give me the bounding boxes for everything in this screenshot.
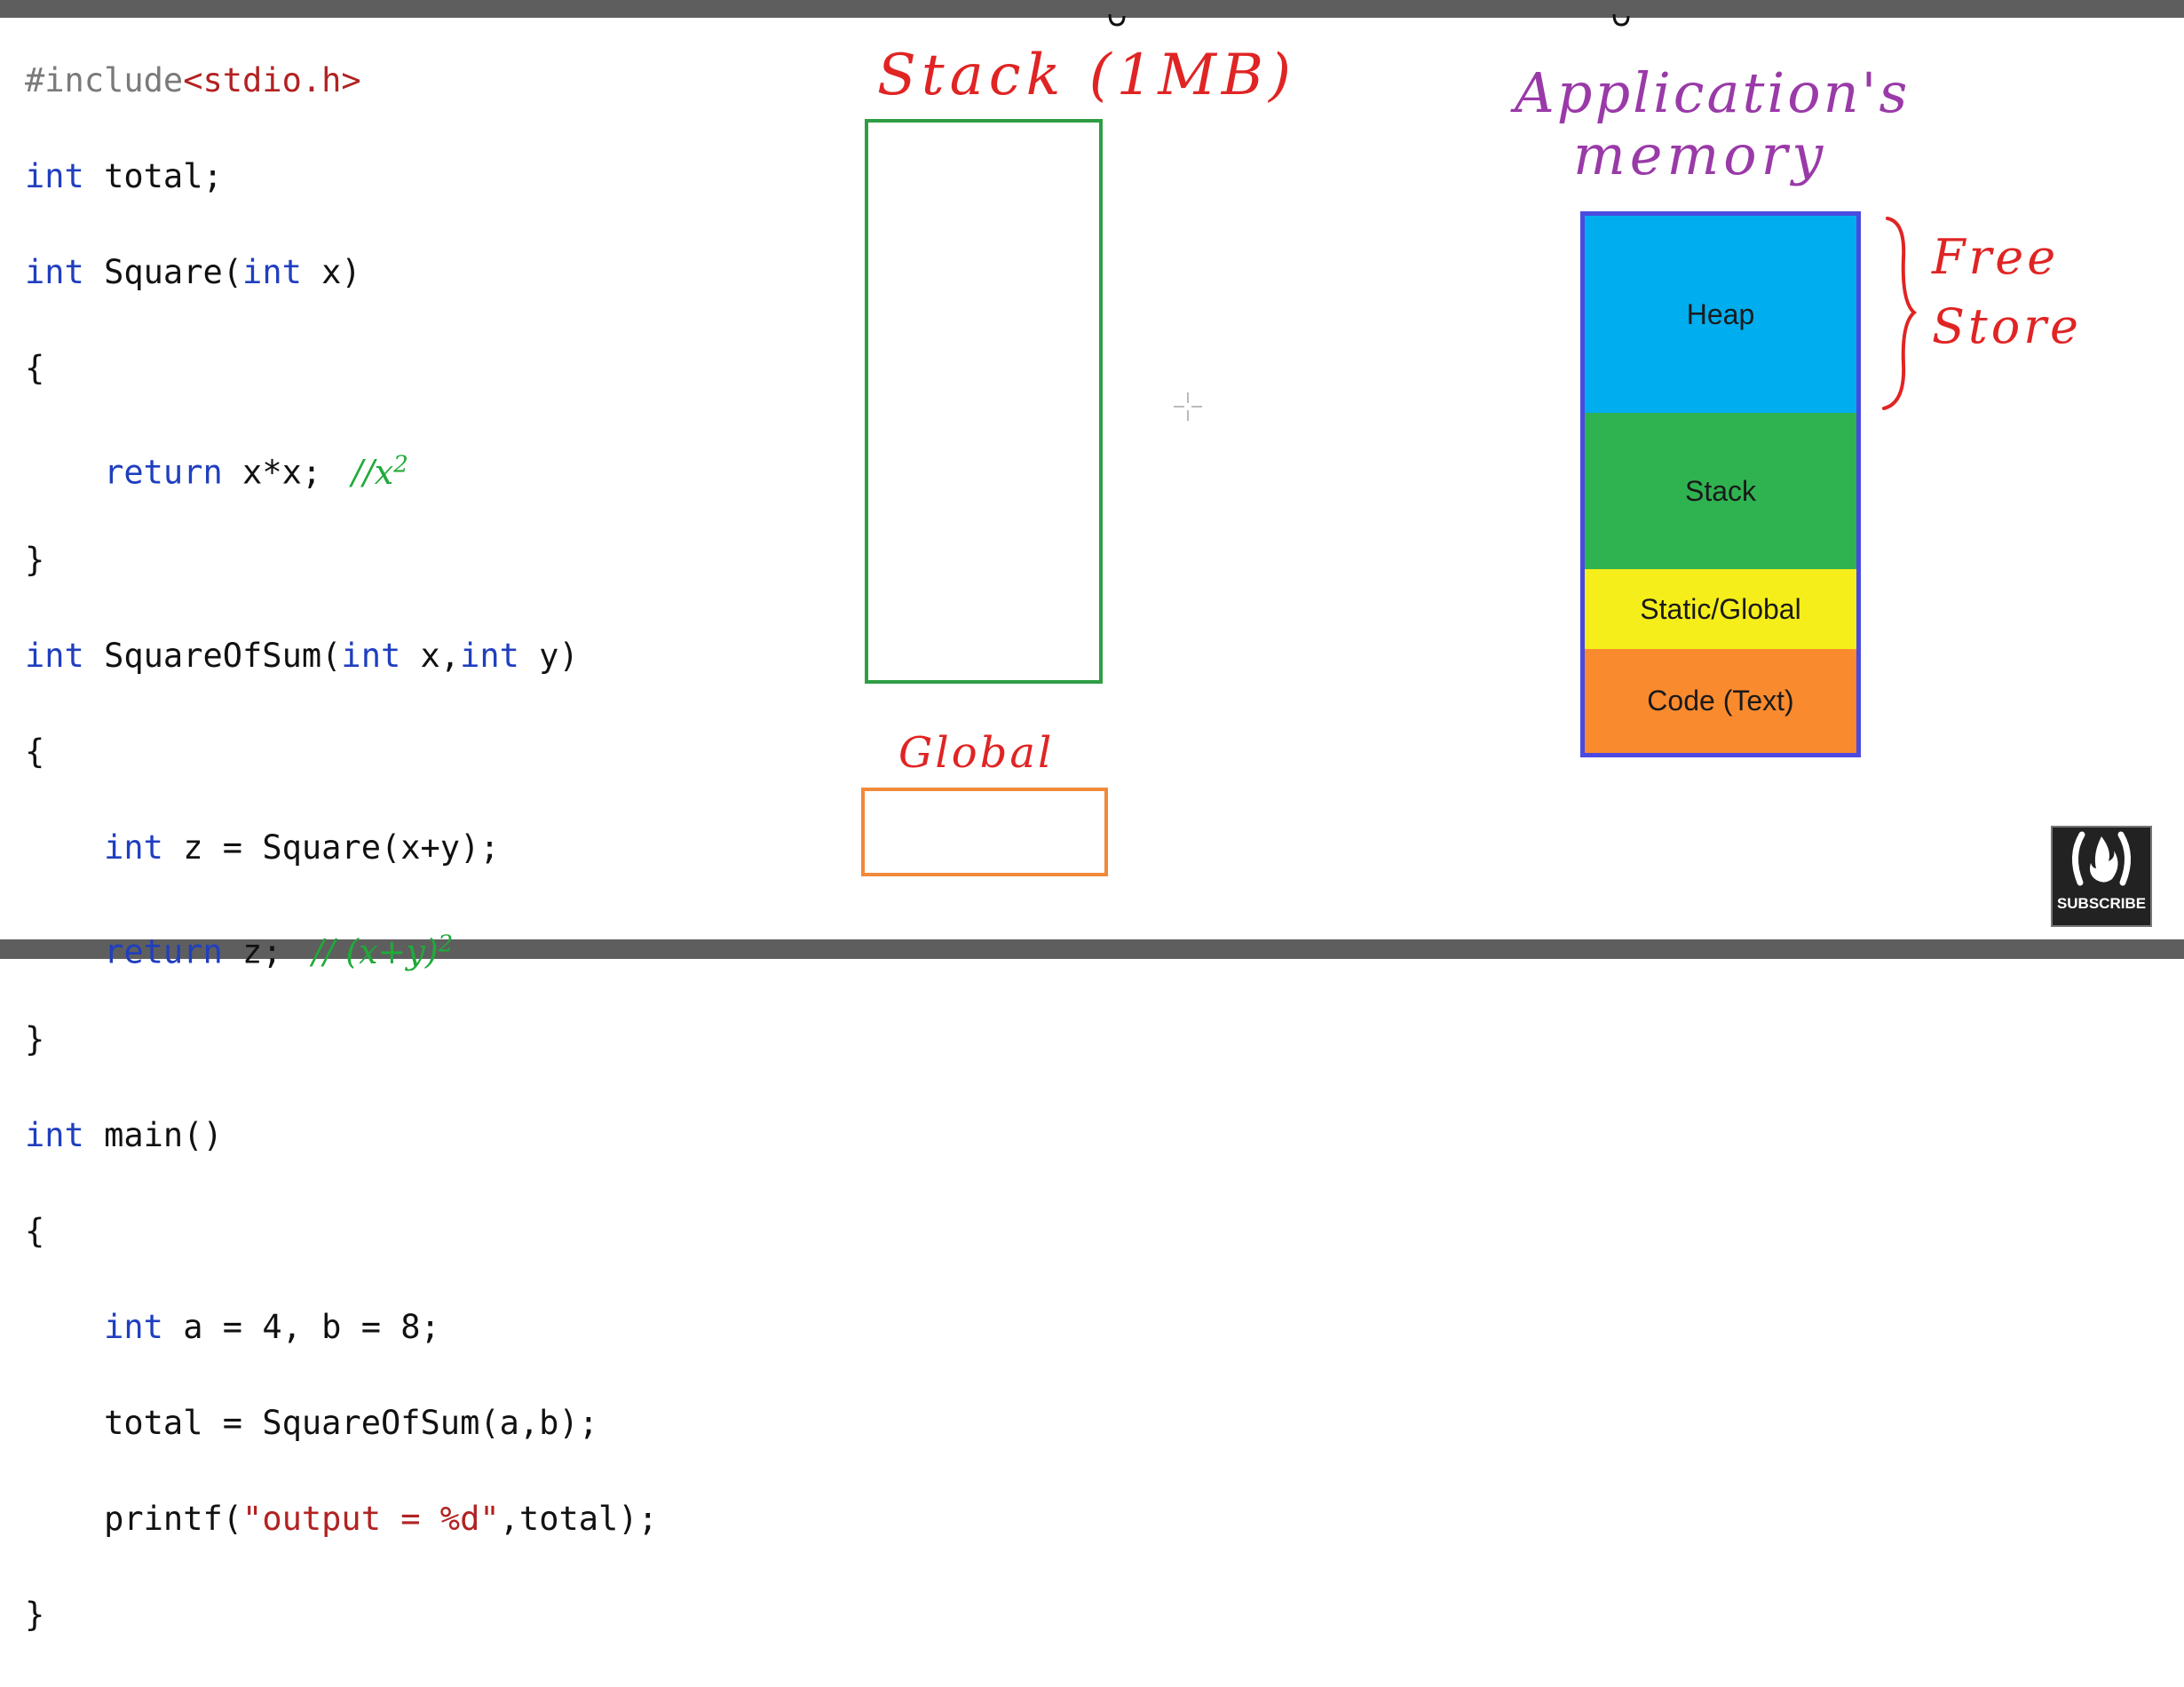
code-line-ab-decl: int a = 4, b = 8; xyxy=(25,1303,658,1351)
keyword-int: int xyxy=(104,1308,163,1346)
include-header: <stdio.h> xyxy=(183,61,361,99)
code-line-brace-open: { xyxy=(25,1208,658,1255)
code-line-brace-open: { xyxy=(25,345,658,392)
code-line-z-assign: int z = Square(x+y); xyxy=(25,824,658,872)
brace: } xyxy=(25,541,45,579)
code-text: x) xyxy=(301,253,361,291)
comment-superscript: 2 xyxy=(438,931,454,957)
subscribe-label: SUBSCRIBE xyxy=(2056,895,2147,912)
bottom-bar xyxy=(0,939,2184,959)
code-line-total-assign: total = SquareOfSum(a,b); xyxy=(25,1399,658,1447)
code-line-total-decl: int total; xyxy=(25,153,658,201)
keyword-int: int xyxy=(25,157,84,195)
freecodecamp-flame-icon xyxy=(2072,831,2131,886)
code-text: x*x; xyxy=(222,453,322,492)
code-text: SquareOfSum( xyxy=(83,637,342,675)
app-memory-subtitle: memory xyxy=(1573,123,1828,187)
code-line-main-sig: int main() xyxy=(25,1112,658,1160)
pen-mark-left xyxy=(1108,13,1126,27)
keyword-int: int xyxy=(341,637,401,675)
code-text-segment: Code (Text) xyxy=(1585,649,1856,753)
top-bar xyxy=(0,0,2184,18)
include-directive: #include xyxy=(25,61,184,99)
code-line-brace-close: } xyxy=(25,1016,658,1064)
code-line-printf: printf("output = %d",total); xyxy=(25,1495,658,1543)
string-literal: "output = %d" xyxy=(242,1500,500,1538)
brace: } xyxy=(25,1596,45,1634)
static-global-segment: Static/Global xyxy=(1585,569,1856,649)
free-store-subtitle: Store xyxy=(1932,298,2082,354)
code-line-brace-close: } xyxy=(25,1591,658,1639)
code-text: a = 4, b = 8; xyxy=(162,1308,440,1346)
handwritten-comment-x-squared: //x2 xyxy=(352,451,408,492)
memory-layout: Heap Stack Static/Global Code (Text) xyxy=(1580,211,1861,757)
brace: { xyxy=(25,733,45,771)
crosshair-cursor-icon xyxy=(1174,392,1202,421)
global-variable-box xyxy=(861,788,1108,876)
code-text: main() xyxy=(83,1116,223,1154)
code-line-square-return: return x*x; //x2 xyxy=(25,440,658,492)
code-text: y) xyxy=(518,637,579,675)
heap-label: Heap xyxy=(1686,297,1755,330)
code-text: printf( xyxy=(104,1500,243,1538)
stack-segment: Stack xyxy=(1585,413,1856,569)
subscribe-button[interactable]: SUBSCRIBE xyxy=(2051,826,2152,927)
static-global-label: Static/Global xyxy=(1640,592,1801,625)
curly-brace-icon xyxy=(1882,217,1918,410)
keyword-int: int xyxy=(242,253,302,291)
keyword-int: int xyxy=(25,637,84,675)
code-text: z; xyxy=(222,932,282,971)
heap-segment: Heap xyxy=(1585,216,1856,413)
keyword-int: int xyxy=(460,637,519,675)
stack-title: Stack (1MB) xyxy=(877,43,1296,108)
brace: { xyxy=(25,1212,45,1250)
code-line-include: #include<stdio.h> xyxy=(25,57,658,105)
comment-text: //x xyxy=(352,452,394,492)
pen-mark-right xyxy=(1612,13,1630,27)
stack-label: Stack xyxy=(1684,474,1757,507)
comment-text: // (x+y) xyxy=(312,931,439,971)
brace: { xyxy=(25,349,45,387)
keyword-int: int xyxy=(25,253,84,291)
comment-superscript: 2 xyxy=(393,451,408,478)
code-line-squareofsum-sig: int SquareOfSum(int x,int y) xyxy=(25,632,658,680)
brace: } xyxy=(25,1020,45,1058)
free-store-title: Free xyxy=(1932,229,2060,285)
keyword-return: return xyxy=(104,453,223,492)
code-text: Square( xyxy=(83,253,243,291)
code-listing: #include<stdio.h> int total; int Square(… xyxy=(25,9,658,1687)
keyword-return: return xyxy=(104,932,223,971)
code-text: x, xyxy=(400,637,461,675)
code-line-z-return: return z; // (x+y)2 xyxy=(25,920,658,971)
code-line-square-sig: int Square(int x) xyxy=(25,249,658,297)
global-title: Global xyxy=(898,728,1055,778)
code-text: total; xyxy=(83,157,223,195)
keyword-int: int xyxy=(25,1116,84,1154)
keyword-int: int xyxy=(104,828,163,867)
app-memory-title: Application's xyxy=(1515,60,1911,125)
code-text-label: Code (Text) xyxy=(1647,685,1794,717)
stack-frame-box xyxy=(865,119,1103,684)
code-text: ,total); xyxy=(499,1500,658,1538)
code-text: total = SquareOfSum(a,b); xyxy=(104,1404,599,1442)
handwritten-comment-sum-squared: // (x+y)2 xyxy=(312,931,454,971)
code-line-brace-close: } xyxy=(25,536,658,584)
code-line-brace-open: { xyxy=(25,728,658,776)
code-text: z = Square(x+y); xyxy=(162,828,500,867)
